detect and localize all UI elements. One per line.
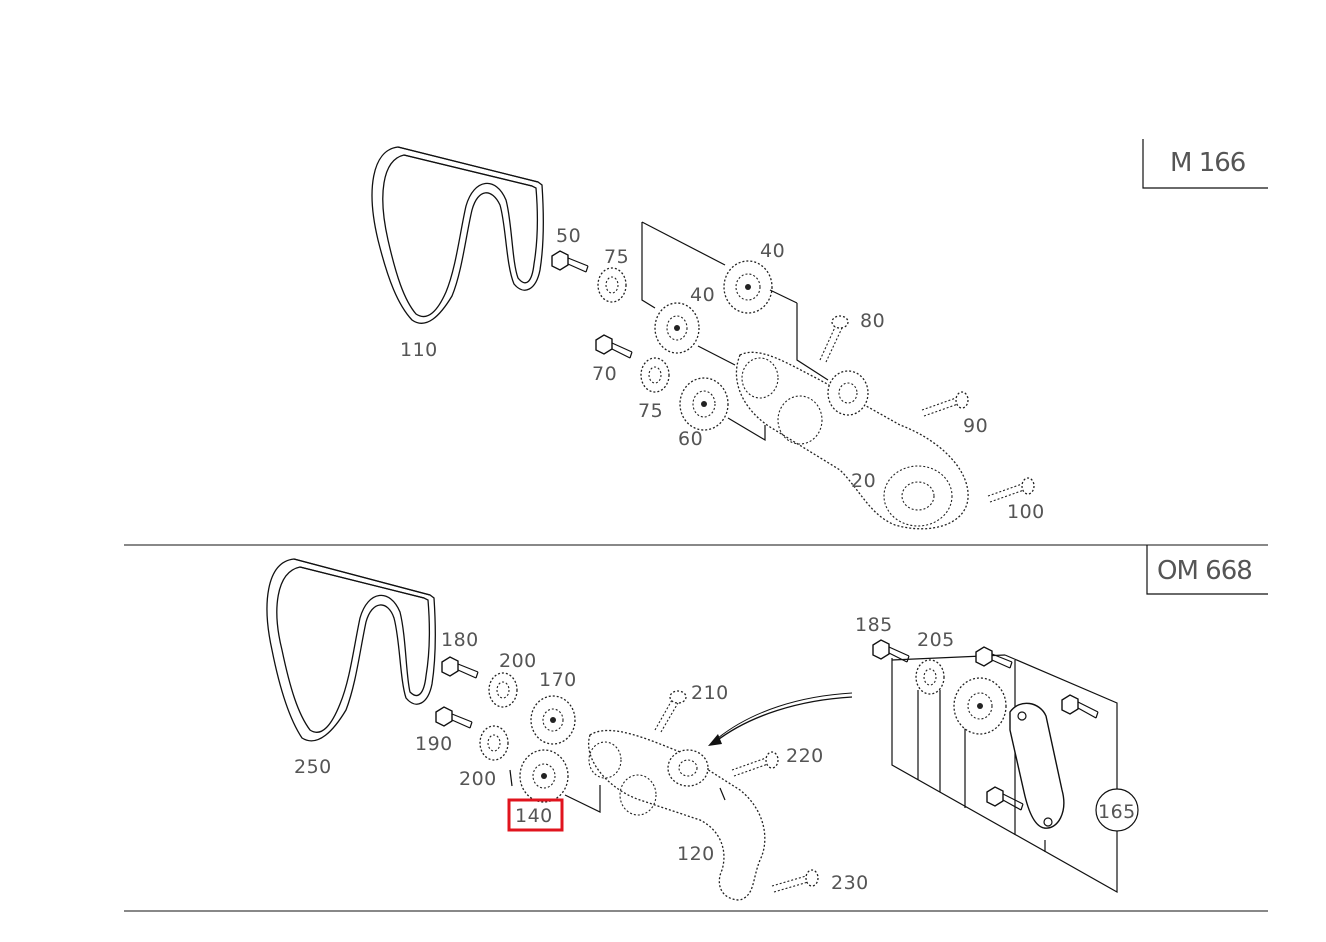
callout-180: 180 [441, 629, 479, 651]
washer-75-upper [597, 267, 627, 303]
callout-75-upper: 75 [604, 246, 629, 268]
highlight-box-140[interactable] [507, 798, 564, 832]
bolt-detail-right [1061, 694, 1099, 719]
callouts-m166: 110 50 75 40 40 80 70 75 60 90 20 100 [400, 225, 1045, 523]
callout-75-lower: 75 [638, 400, 663, 422]
bolt-220 [731, 751, 779, 777]
callout-165: 165 [1098, 801, 1136, 823]
bolt-185 [872, 639, 910, 663]
callout-200-upper: 200 [499, 650, 537, 672]
callout-205: 205 [917, 629, 955, 651]
callout-230: 230 [831, 872, 869, 894]
bolt-190 [435, 706, 473, 729]
callout-70: 70 [592, 363, 617, 385]
callout-40-upper: 40 [760, 240, 785, 262]
bolt-210 [654, 690, 687, 733]
washer-75-lower [640, 357, 670, 393]
bolt-80 [819, 315, 849, 363]
pulley-40-upper [723, 260, 773, 314]
washer-205 [915, 659, 945, 695]
callout-20: 20 [851, 470, 876, 492]
engine-label-m166: M 166 [1142, 139, 1268, 189]
callout-120: 120 [677, 843, 715, 865]
callouts-om668: 250 180 200 170 190 200 140 210 220 120 … [294, 614, 1136, 894]
callout-140[interactable]: 140 [515, 805, 553, 827]
callout-170: 170 [539, 669, 577, 691]
pulley-detail [953, 677, 1007, 735]
engine-label-om668: OM 668 [1146, 545, 1268, 595]
pulley-40-lower [654, 302, 700, 354]
bolt-230 [771, 869, 819, 893]
tensioner-20 [735, 351, 969, 530]
callout-250: 250 [294, 756, 332, 778]
washer-200-upper [488, 672, 518, 708]
bolt-100 [987, 477, 1035, 503]
bolt-180 [441, 656, 479, 679]
callout-110: 110 [400, 339, 438, 361]
callout-210: 210 [691, 682, 729, 704]
callout-90: 90 [963, 415, 988, 437]
pulley-60 [679, 377, 729, 431]
reference-lines-m166 [641, 221, 829, 442]
bolt-90 [921, 391, 969, 417]
pulley-140 [519, 749, 569, 803]
bracket-plate [1009, 702, 1065, 829]
engine-label-text: M 166 [1170, 148, 1245, 178]
pulley-170 [530, 695, 576, 745]
engine-label-text: OM 668 [1157, 556, 1252, 586]
callout-80: 80 [860, 310, 885, 332]
callout-50: 50 [556, 225, 581, 247]
callout-100: 100 [1007, 501, 1045, 523]
reference-lines-om668 [509, 769, 726, 813]
belt-110 [371, 146, 544, 324]
section-m166: M 166 [371, 139, 1268, 530]
section-om668: OM 668 [266, 545, 1268, 901]
detail-arrow [708, 692, 853, 746]
callout-200-lower: 200 [459, 768, 497, 790]
callout-190: 190 [415, 733, 453, 755]
belt-250 [266, 558, 436, 742]
washer-200-lower [479, 725, 509, 761]
bolt-detail-top [975, 646, 1013, 669]
bolt-70 [595, 334, 633, 359]
tensioner-120 [587, 729, 766, 901]
callout-165-circle [1095, 788, 1139, 832]
bolt-detail-bottom [986, 786, 1024, 811]
callout-185: 185 [855, 614, 893, 636]
bolt-50 [551, 250, 589, 273]
callout-60: 60 [678, 428, 703, 450]
bracket-detail-165 [872, 639, 1139, 894]
callout-220: 220 [786, 745, 824, 767]
callout-40-lower: 40 [690, 284, 715, 306]
